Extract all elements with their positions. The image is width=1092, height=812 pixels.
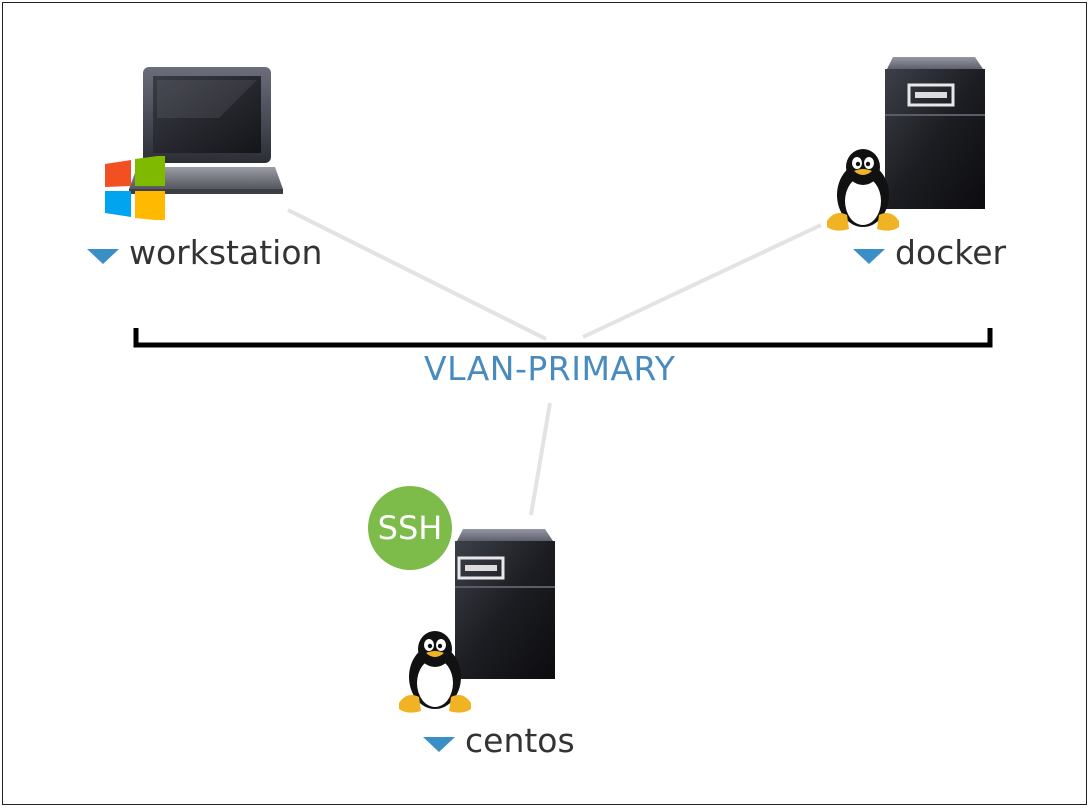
centos-name: centos <box>465 721 575 760</box>
workstation-label[interactable]: workstation <box>87 233 322 272</box>
chevron-down-icon[interactable] <box>87 249 119 264</box>
linux-tux-icon <box>399 631 471 713</box>
laptop-icon <box>129 67 283 194</box>
link-workstation-vlan <box>287 208 547 341</box>
docker-name: docker <box>895 233 1007 272</box>
docker-label[interactable]: docker <box>853 233 1006 272</box>
link-docker-vlan <box>582 223 822 339</box>
server-icon <box>455 529 555 679</box>
link-centos-vlan <box>529 402 552 516</box>
centos-label[interactable]: centos <box>423 721 575 760</box>
linux-tux-icon <box>827 149 899 231</box>
workstation-node[interactable] <box>99 63 289 223</box>
workstation-name: workstation <box>129 233 323 272</box>
vlan-bar[interactable] <box>133 325 995 349</box>
ssh-badge[interactable]: SSH <box>368 486 452 570</box>
windows-logo-icon <box>105 156 165 220</box>
server-icon <box>885 57 985 209</box>
vlan-label[interactable]: VLAN-PRIMARY <box>424 349 676 388</box>
centos-node[interactable] <box>393 523 563 718</box>
chevron-down-icon[interactable] <box>853 249 885 264</box>
link-lines <box>287 208 822 516</box>
docker-node[interactable] <box>821 53 991 233</box>
chevron-down-icon[interactable] <box>423 737 455 752</box>
